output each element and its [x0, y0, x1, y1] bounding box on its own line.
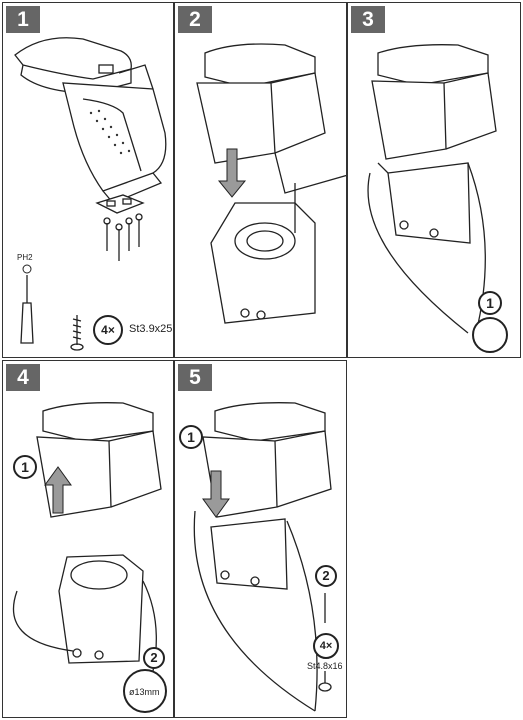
screw-count-badge: 4× — [313, 633, 339, 659]
armrest-illustration — [193, 402, 332, 712]
down-arrow-icon — [202, 470, 230, 518]
step-number-badge: 3 — [351, 6, 385, 33]
step-callout-2: 2 — [143, 647, 165, 669]
step-callout-1: 1 — [478, 291, 502, 315]
drill-icon — [123, 669, 167, 713]
armrest-illustration — [367, 44, 497, 334]
screwdriver-label: PH2 — [17, 253, 33, 262]
down-arrow-icon — [217, 148, 247, 198]
screw-count-badge: 4× — [93, 315, 123, 345]
up-arrow-icon — [44, 466, 72, 514]
phillips-icon — [22, 264, 32, 274]
step-1-panel: 1 — [2, 2, 174, 358]
drill-size-label: ø13mm — [129, 687, 160, 697]
armrest-illustration — [14, 37, 167, 351]
armrest-illustration — [196, 43, 346, 324]
step-5-panel: 5 1 2 4× St4.8x16 — [174, 360, 347, 718]
clip-release-icon — [472, 317, 508, 353]
armrest-illustration — [12, 402, 162, 672]
step-3-panel: 3 1 — [347, 2, 521, 358]
screw-spec-label: St3.9x25 — [129, 323, 173, 335]
screw-spec-label: St4.8x16 — [307, 661, 343, 671]
step-callout-1: 1 — [179, 425, 203, 449]
step-callout-1: 1 — [13, 455, 37, 479]
step-2-panel: 2 — [174, 2, 347, 358]
step-4-panel: 4 1 2 ø13mm — [2, 360, 174, 718]
step-number-badge: 2 — [178, 6, 212, 33]
step-number-badge: 4 — [6, 364, 40, 391]
step-number-badge: 5 — [178, 364, 212, 391]
step-number-badge: 1 — [6, 6, 40, 33]
step-callout-2: 2 — [315, 565, 337, 587]
